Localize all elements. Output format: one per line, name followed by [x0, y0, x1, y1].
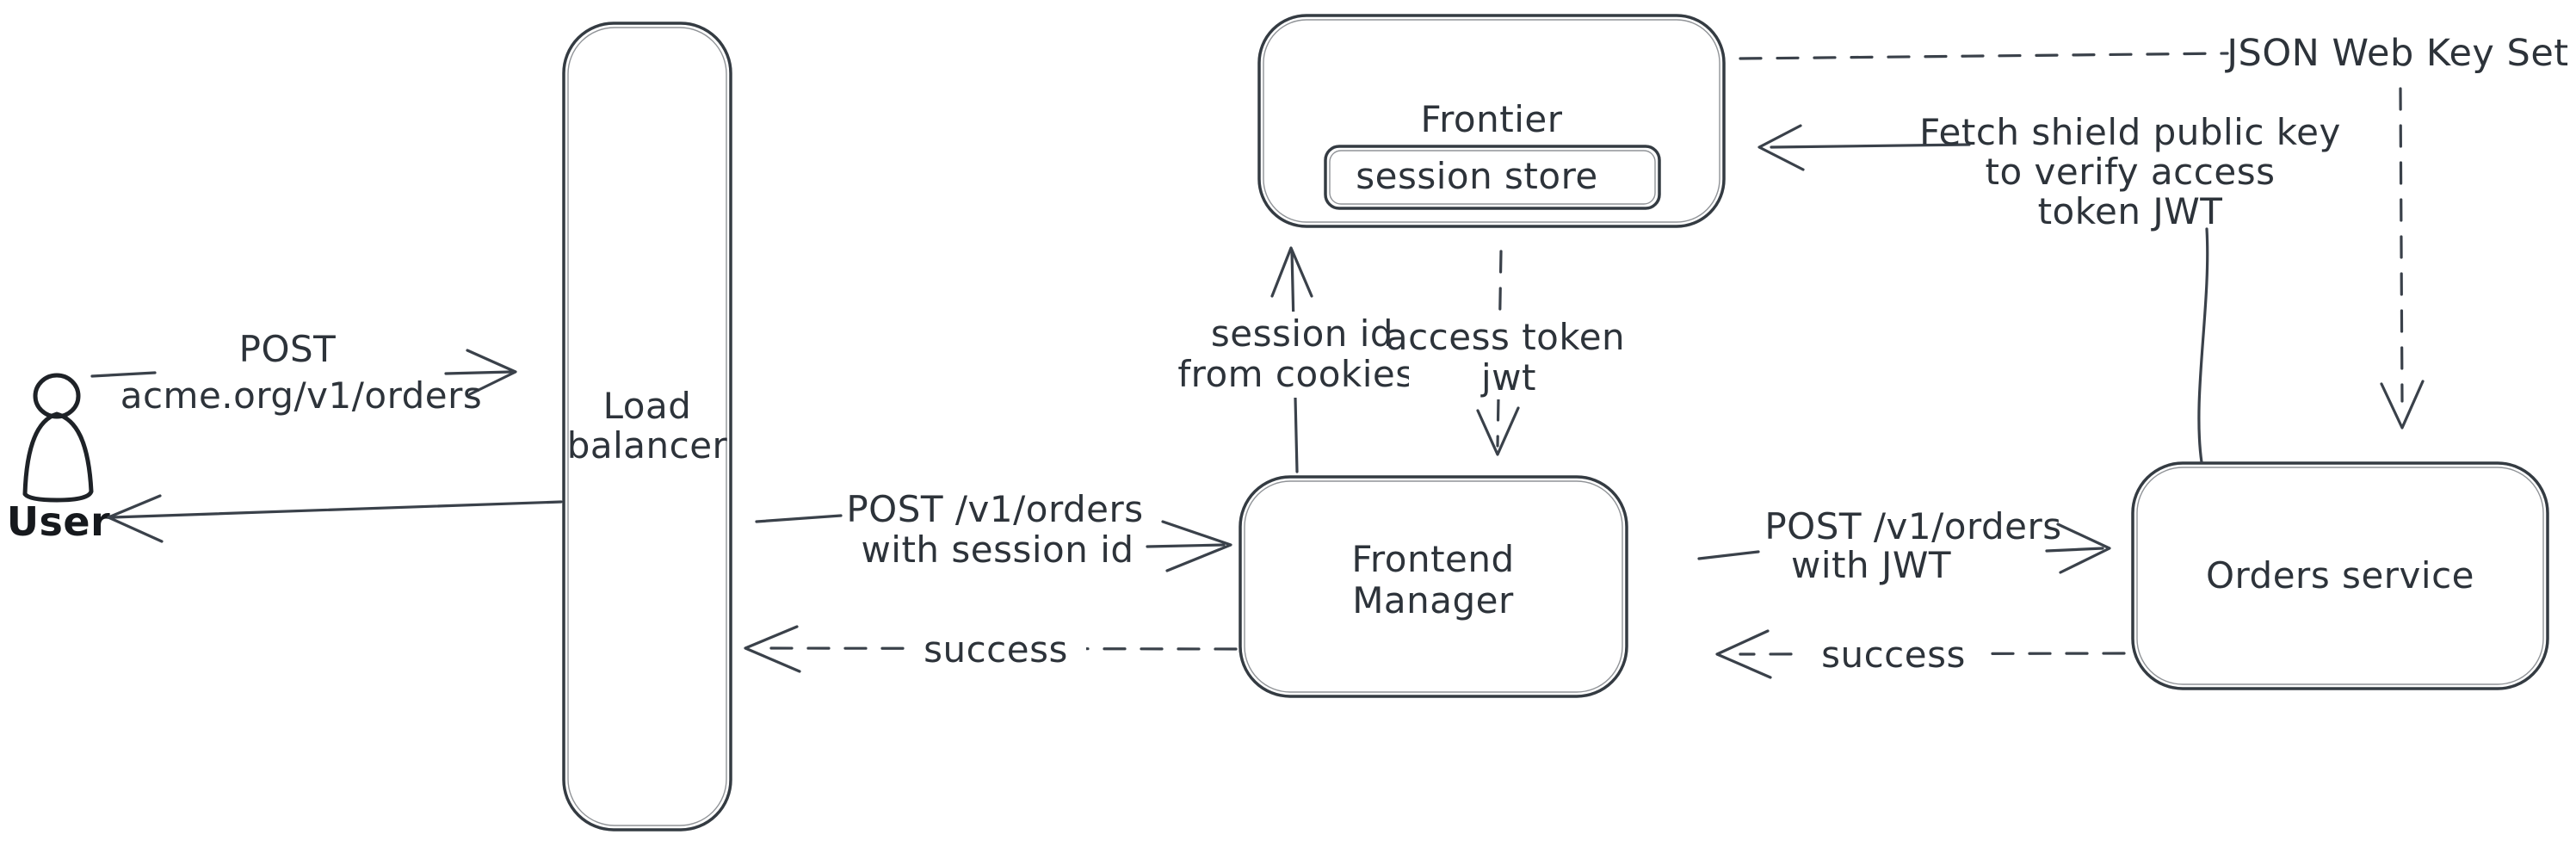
arrow-lb-to-fm: POST /v1/orders with session id	[755, 488, 1232, 572]
arrow-line	[1697, 550, 1760, 560]
dashed-line	[1739, 52, 2229, 60]
edge-label-post: POST	[239, 328, 337, 370]
label-mask	[1409, 320, 1603, 399]
arrow-fm-to-lb-success: success	[744, 625, 1238, 673]
node-session-store: session store	[1324, 145, 1661, 210]
arrow-orders-to-fm-success: success	[1715, 629, 2126, 679]
user-actor: User	[7, 373, 111, 545]
jwks-label: JSON Web Key Set	[2224, 32, 2568, 75]
arrowhead-up-icon	[1270, 246, 1313, 298]
arrowhead-down-icon	[1476, 406, 1520, 456]
edge-label: from cookies	[1177, 353, 1414, 395]
arrow-line	[755, 514, 843, 523]
user-icon	[22, 411, 94, 503]
arrow-user-to-lb: POST acme.org/v1/orders	[90, 328, 517, 417]
jwks-annotation: JSON Web Key Set	[1739, 32, 2568, 430]
arrowhead-right-icon	[1161, 520, 1232, 572]
user-icon	[33, 373, 81, 419]
node-frontier: Frontier session store	[1257, 14, 1726, 228]
arrow-line	[444, 370, 513, 375]
arrowhead-left-icon	[107, 494, 164, 543]
edge-label: POST /v1/orders	[1764, 505, 2061, 547]
dashed-line	[1496, 250, 1503, 448]
edge-label-url: acme.org/v1/orders	[120, 374, 483, 417]
node-label: Frontier	[1420, 98, 1562, 140]
node-label: Manager	[1352, 579, 1514, 621]
arrow-line	[111, 500, 563, 519]
arrow-curve	[2197, 227, 2209, 464]
arrowhead-down-icon	[2380, 380, 2425, 430]
arrowhead-left-icon	[1757, 124, 1805, 171]
node-label: Load	[603, 385, 692, 427]
arrow-fm-to-frontier: session id from cookies	[1177, 246, 1414, 473]
node-load-balancer: Load balancer	[562, 22, 732, 832]
edge-label: with session id	[861, 529, 1134, 571]
label-mask	[1195, 312, 1410, 398]
node-label: balancer	[567, 424, 728, 467]
node-label: Orders service	[2206, 554, 2474, 597]
label-mask	[1804, 631, 1983, 677]
label-mask	[905, 625, 1086, 673]
arrow-line	[90, 371, 157, 378]
node-frontend-manager: Frontend Manager	[1239, 475, 1628, 698]
edge-label: access token	[1386, 316, 1625, 358]
edge-label: token JWT	[2038, 190, 2223, 232]
edge-label: jwt	[1480, 356, 1536, 399]
arrowhead-right-icon	[466, 349, 517, 396]
edge-label: with JWT	[1791, 544, 1951, 586]
edge-label: session id	[1211, 312, 1393, 355]
node-label: Frontend	[1351, 538, 1514, 580]
edge-label: to verify access	[1986, 151, 2276, 193]
dashed-line	[2399, 87, 2404, 403]
arrow-fm-to-orders: POST /v1/orders with JWT	[1697, 505, 2111, 586]
arrowhead-right-icon	[2056, 522, 2111, 574]
node-label: session store	[1356, 155, 1598, 197]
arrow-orders-to-frontier: Fetch shield public key to verify access…	[1757, 111, 2341, 464]
arrow-lb-to-user	[107, 494, 563, 543]
arrowhead-left-icon	[744, 625, 801, 673]
node-orders-service: Orders service	[2131, 461, 2549, 690]
arrow-frontier-to-fm: access token jwt	[1386, 250, 1625, 456]
arrowhead-left-icon	[1715, 629, 1772, 679]
edge-label: success	[1821, 634, 1966, 676]
user-label: User	[7, 498, 111, 545]
edge-label: success	[924, 628, 1068, 671]
edge-label: Fetch shield public key	[1919, 111, 2341, 153]
arrow-line	[1770, 143, 1971, 149]
edge-label: POST /v1/orders	[846, 488, 1143, 530]
arrow-line	[2045, 547, 2104, 553]
arrow-line	[1146, 543, 1226, 548]
